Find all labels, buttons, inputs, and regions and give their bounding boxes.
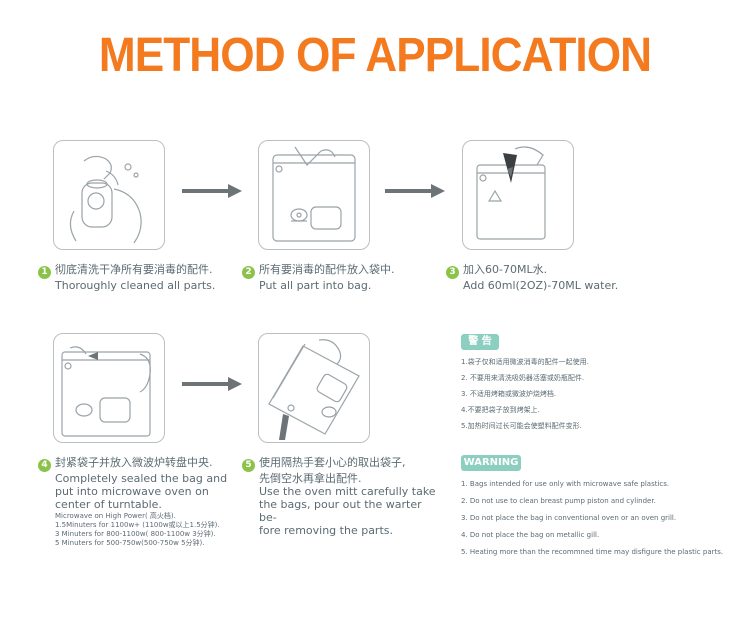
sealing-bag-icon [61, 346, 151, 437]
step-text-cn: 封紧袋子并放入微波炉转盘中央. [55, 456, 213, 469]
warning-en-item: 5. Heating more than the recommned time … [461, 548, 724, 556]
removing-bag-icon [268, 339, 360, 440]
step-1-caption: 1 彻底清洗干净所有要消毒的配件. Thoroughly cleaned all … [38, 263, 228, 292]
warning-en-item: 4. Do not place the bag on metallic gill… [461, 531, 600, 539]
warning-en-badge: WARNING [461, 455, 521, 471]
step-text-en: Use the oven mitt carefully take [259, 485, 436, 498]
step-2-illustration [258, 140, 370, 250]
step-5-caption: 5 使用隔热手套小心的取出袋子, 先倒空水再拿出配件. Use the oven … [242, 456, 442, 537]
step-text-en: Put all part into bag. [259, 279, 372, 292]
step-text-en: put into microwave oven on [55, 485, 209, 498]
step-text-cn: 彻底清洗干净所有要消毒的配件. [55, 263, 213, 276]
step-text-cn: 先倒空水再拿出配件. [259, 472, 362, 485]
step-text-en: center of turntable. [55, 498, 162, 511]
step-4-illustration [53, 333, 165, 443]
arrow-right-icon [385, 184, 445, 198]
warning-cn-item: 1.袋子仅和适用微波消毒的配件一起使用. [461, 358, 589, 366]
microwave-note: Microwave on High Power( 高火档). [55, 512, 176, 520]
arrow-right-icon [182, 377, 242, 391]
warning-cn-badge: 警 告 [461, 334, 499, 350]
step-number-badge: 3 [446, 266, 459, 279]
microwave-note: 1.5Minuters for 1100w+ (1100w或以上1.5分钟). [55, 521, 220, 529]
step-text-en: Thoroughly cleaned all parts. [55, 279, 216, 292]
step-3-caption: 3 加入60-70ML水. Add 60ml(2OZ)-70ML water. [446, 263, 646, 292]
step-text-en: Add 60ml(2OZ)-70ML water. [463, 279, 619, 292]
hand-washing-bottle-icon [69, 155, 142, 244]
step-4-caption: 4 封紧袋子并放入微波炉转盘中央. Completely sealed the b… [38, 456, 238, 511]
page-title: METHOD OF APPLICATION [98, 29, 652, 82]
step-text-cn: 使用隔热手套小心的取出袋子, [259, 456, 406, 469]
warning-cn-item: 2. 不要用来清洗吸奶器活塞或奶瓶配件. [461, 374, 585, 382]
warning-en-list: 1. Bags intended for use only with micro… [461, 476, 723, 561]
warning-en-item: 1. Bags intended for use only with micro… [461, 480, 670, 488]
warning-cn-item: 5.加热时间过长可能会使塑料配件变形. [461, 422, 582, 430]
step-number-badge: 2 [242, 266, 255, 279]
warning-cn-item: 3. 不适用烤箱或微波炉烧烤档. [461, 390, 557, 398]
step-text-en: fore removing the parts. [259, 524, 393, 537]
arrow-right-icon [182, 184, 242, 198]
step-text-cn: 加入60-70ML水. [463, 263, 548, 276]
warning-en-item: 3. Do not place the bag in conventional … [461, 514, 677, 522]
microwave-note: 3 Minuters for 800-1100w( 800-1100w 3分钟)… [55, 530, 216, 538]
step-text-en: Completely sealed the bag and [55, 472, 228, 485]
step-number-badge: 1 [38, 266, 51, 279]
warning-cn-item: 4.不要把袋子放到烤架上. [461, 406, 540, 414]
microwave-notes: Microwave on High Power( 高火档). 1.5Minute… [55, 512, 245, 548]
step-5-illustration [258, 333, 370, 443]
microwave-note: 5 Minuters for 500-750w(500-750w 5分钟). [55, 539, 205, 547]
step-text-cn: 所有要消毒的配件放入袋中. [259, 263, 395, 276]
warning-en-item: 2. Do not use to clean breast pump pisto… [461, 497, 656, 505]
pouring-water-icon [476, 146, 546, 240]
step-2-caption: 2 所有要消毒的配件放入袋中. Put all part into bag. [242, 263, 432, 292]
step-1-illustration [53, 140, 165, 250]
step-number-badge: 5 [242, 459, 255, 472]
step-text-en: the bags, pour out the warter be- [259, 498, 422, 524]
step-number-badge: 4 [38, 459, 51, 472]
step-3-illustration [462, 140, 574, 250]
bag-with-parts-icon [272, 146, 356, 242]
warning-cn-list: 1.袋子仅和适用微波消毒的配件一起使用. 2. 不要用来清洗吸奶器活塞或奶瓶配件… [461, 354, 589, 434]
